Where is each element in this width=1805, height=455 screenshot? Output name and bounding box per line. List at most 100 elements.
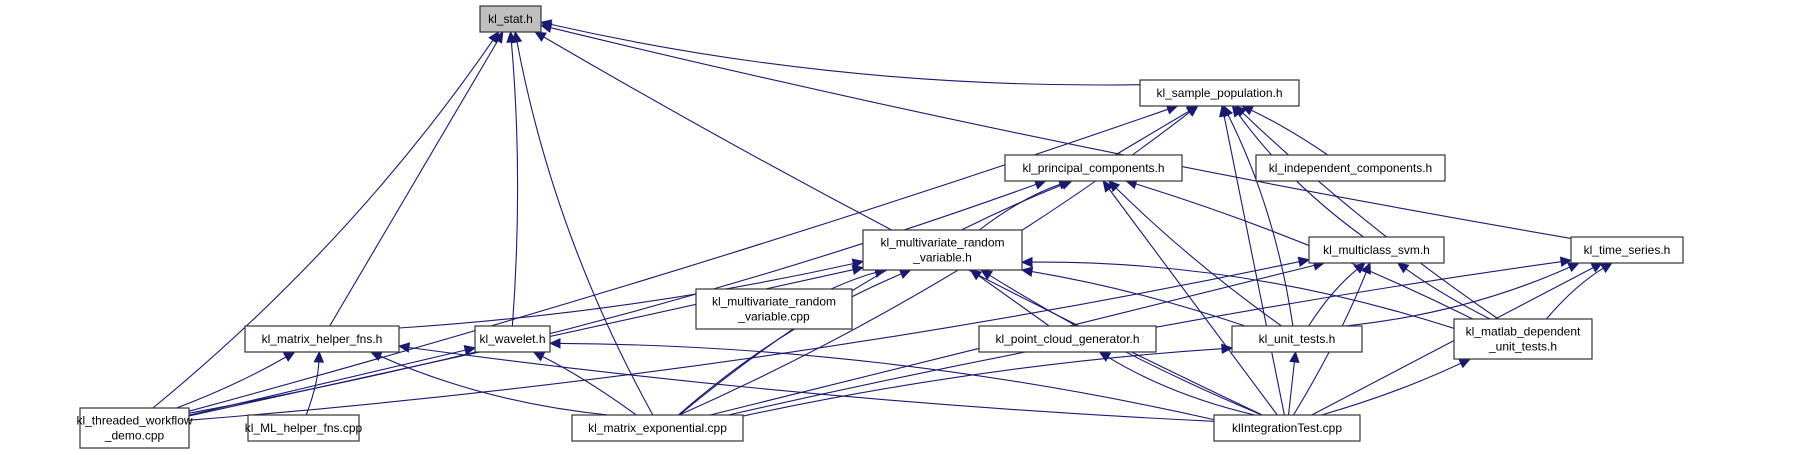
node-box[interactable] xyxy=(244,325,400,353)
arrowhead-icon xyxy=(511,30,523,44)
edge-kl_threaded_workflow_demo-to-kl_multiclass_svm xyxy=(188,261,1300,421)
node-label: kl_multivariate_random xyxy=(712,295,836,309)
edge-klIntegrationTest-to-kl_sample_population xyxy=(1223,115,1285,416)
node-box[interactable] xyxy=(1139,79,1300,107)
node-box[interactable] xyxy=(247,414,360,442)
node-box[interactable] xyxy=(474,325,551,353)
arrowhead-icon xyxy=(980,269,993,281)
node-kl-time-series[interactable]: kl_time_series.h xyxy=(1570,236,1684,264)
arrowhead-icon xyxy=(1600,262,1613,274)
node-label: kl_sample_population.h xyxy=(1156,86,1282,100)
arrowhead-icon xyxy=(1020,266,1034,277)
nodes-layer: kl_stat.h kl_sample_population.h kl_princi… xyxy=(76,5,1684,449)
node-label: _variable.cpp xyxy=(737,310,810,324)
edge-kl_sample_population-to-kl_stat xyxy=(550,23,1141,86)
edges-layer xyxy=(152,19,1613,422)
edge-kl_threaded_workflow_demo-to-kl_wavelet xyxy=(188,349,466,416)
edge-klIntegrationTest-to-kl_wavelet xyxy=(559,342,1215,421)
arrowhead-icon xyxy=(539,22,553,33)
node-kl-threaded-workflow-demo[interactable]: kl_threaded_workflow_demo.cpp xyxy=(76,407,193,449)
edge-kl_matlab_dependent_unit_tests-to-kl_multivariate_random_variable_h xyxy=(1031,261,1455,329)
node-klIntegrationTest[interactable]: klIntegrationTest.cpp xyxy=(1213,414,1361,442)
arrowhead-icon xyxy=(1102,180,1114,193)
edge-kl_unit_tests-to-kl_principal_components xyxy=(1115,187,1282,327)
edge-kl_unit_tests-to-kl_time_series xyxy=(1345,266,1570,327)
node-box[interactable] xyxy=(862,229,1023,271)
node-box[interactable] xyxy=(79,407,190,449)
arrowhead-icon xyxy=(1020,256,1033,268)
node-label: kl_matlab_dependent xyxy=(1466,325,1581,339)
arrowhead-icon xyxy=(1396,262,1410,274)
arrowhead-icon xyxy=(1186,105,1199,117)
edge-kl_matlab_dependent_unit_tests-to-kl_principal_components xyxy=(1135,183,1474,320)
node-kl-multiclass-svm[interactable]: kl_multiclass_svm.h xyxy=(1308,236,1445,264)
arrowhead-icon xyxy=(534,31,547,42)
node-label: kl_ML_helper_fns.cpp xyxy=(245,421,363,435)
edge-kl_matlab_dependent_unit_tests-to-kl_multiclass_svm xyxy=(1405,268,1491,320)
node-box[interactable] xyxy=(978,325,1157,353)
edge-kl_matrix_helper_fns-to-kl_multivariate_random_variable_h xyxy=(398,263,854,329)
node-box[interactable] xyxy=(1004,154,1183,182)
edge-kl_ML_helper_fns-to-kl_matrix_helper_fns xyxy=(305,361,320,416)
arrowhead-icon xyxy=(1297,256,1311,267)
arrowhead-icon xyxy=(1361,261,1371,275)
edge-kl_matrix_exponential-to-kl_principal_components xyxy=(678,184,1063,416)
arrowhead-icon xyxy=(548,338,561,349)
node-kl-ML-helper-fns[interactable]: kl_ML_helper_fns.cpp xyxy=(245,414,363,442)
node-box[interactable] xyxy=(1570,236,1684,264)
node-label: kl_unit_tests.h xyxy=(1259,332,1336,346)
node-box[interactable] xyxy=(479,5,542,33)
node-label: kl_threaded_workflow xyxy=(76,414,192,428)
node-kl-matrix-helper-fns[interactable]: kl_matrix_helper_fns.h xyxy=(244,325,400,353)
edge-kl_multivariate_random_variable_cpp-to-kl_multivariate_random_variable_h xyxy=(830,271,876,290)
node-box[interactable] xyxy=(571,414,744,442)
edge-klIntegrationTest-to-kl_point_cloud_generator xyxy=(1107,356,1256,416)
node-label: kl_point_cloud_generator.h xyxy=(995,332,1139,346)
node-box[interactable] xyxy=(1213,414,1361,442)
node-kl-point-cloud-generator[interactable]: kl_point_cloud_generator.h xyxy=(978,325,1157,353)
node-box[interactable] xyxy=(1308,236,1445,264)
arrowhead-icon xyxy=(1219,104,1230,118)
node-kl-principal-components[interactable]: kl_principal_components.h xyxy=(1004,154,1183,182)
edge-kl_matrix_exponential-to-kl_unit_tests xyxy=(742,348,1223,417)
node-kl-independent-components[interactable]: kl_independent_components.h xyxy=(1255,154,1446,182)
node-kl-matrix-exponential[interactable]: kl_matrix_exponential.cpp xyxy=(571,414,744,442)
node-box[interactable] xyxy=(1231,325,1363,353)
arrowhead-icon xyxy=(1289,350,1300,363)
edge-kl_matrix_exponential-to-kl_multivariate_random_variable_h xyxy=(677,273,902,416)
arrowhead-icon xyxy=(532,351,546,362)
node-kl-unit-tests[interactable]: kl_unit_tests.h xyxy=(1231,325,1363,353)
edge-klIntegrationTest-to-kl_matlab_dependent_unit_tests xyxy=(1321,362,1462,416)
edge-kl_matlab_dependent_unit_tests-to-kl_time_series xyxy=(1545,267,1604,320)
edge-kl_matrix_exponential-to-kl_wavelet xyxy=(542,356,637,416)
node-label: kl_matrix_exponential.cpp xyxy=(588,421,727,435)
arrowhead-icon xyxy=(1559,256,1573,267)
arrowhead-icon xyxy=(397,342,411,353)
node-label: _demo.cpp xyxy=(104,429,165,443)
node-kl-multivariate-random-variable-h[interactable]: kl_multivariate_random_variable.h xyxy=(862,229,1023,271)
edge-kl_independent_components-to-kl_sample_population xyxy=(1251,109,1329,156)
node-kl-wavelet[interactable]: kl_wavelet.h xyxy=(474,325,551,353)
node-box[interactable] xyxy=(1453,318,1593,360)
node-kl-multivariate-random-variable-cpp[interactable]: kl_multivariate_random_variable.cpp xyxy=(695,288,853,330)
edge-klIntegrationTest-to-kl_matrix_helper_fns xyxy=(408,346,1215,422)
edge-kl_matrix_exponential-to-kl_stat xyxy=(516,41,654,416)
node-box[interactable] xyxy=(1255,154,1446,182)
arrowhead-icon xyxy=(463,345,477,356)
node-kl-stat[interactable]: kl_stat.h xyxy=(479,5,542,33)
edge-kl_principal_components-to-kl_sample_population xyxy=(1115,110,1190,156)
node-kl-sample-population[interactable]: kl_sample_population.h xyxy=(1139,79,1300,107)
node-label: kl_wavelet.h xyxy=(479,332,545,346)
edge-kl_point_cloud_generator-to-kl_multivariate_random_variable_h xyxy=(978,275,1050,327)
node-label: kl_matrix_helper_fns.h xyxy=(262,332,383,346)
arrowhead-icon xyxy=(282,351,296,362)
node-label: kl_stat.h xyxy=(488,12,533,26)
edge-kl_time_series-to-kl_stat xyxy=(550,27,1572,239)
node-kl-matlab-dependent-unit-tests[interactable]: kl_matlab_dependent_unit_tests.h xyxy=(1453,318,1593,360)
node-box[interactable] xyxy=(695,288,853,330)
edge-kl_matrix_exponential-to-kl_matrix_helper_fns xyxy=(379,355,609,416)
arrowhead-icon xyxy=(1234,105,1247,118)
arrowhead-icon xyxy=(313,350,325,363)
edge-kl_threaded_workflow_demo-to-kl_stat xyxy=(152,39,494,409)
